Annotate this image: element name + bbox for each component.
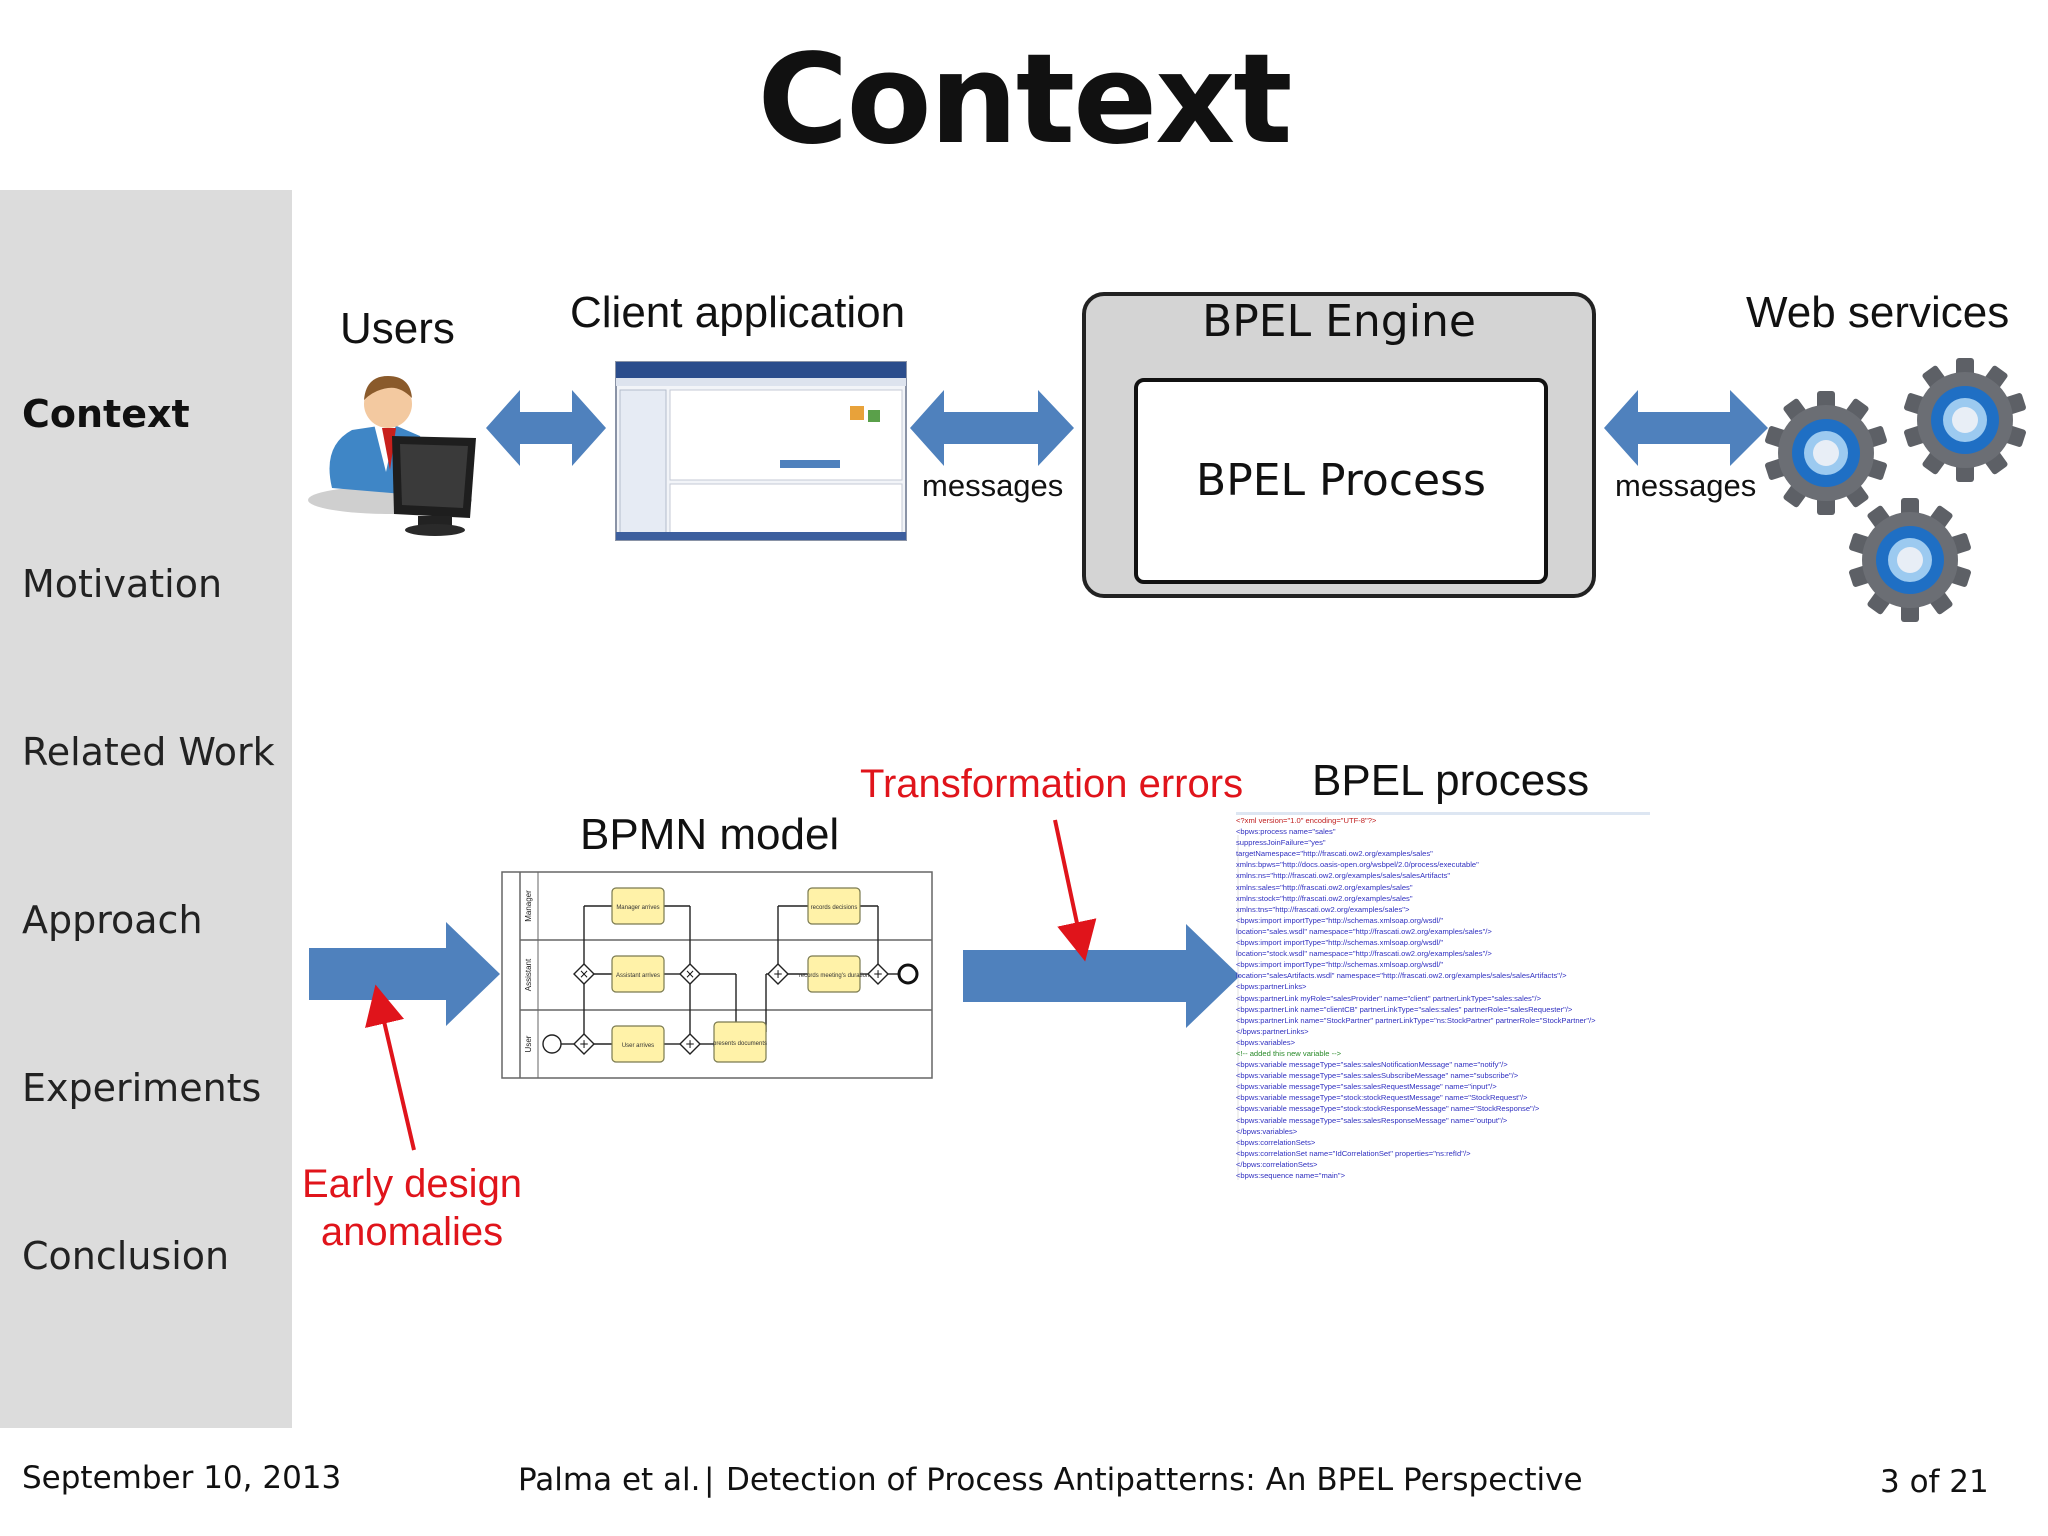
messages-left-label: messages xyxy=(922,468,1064,503)
bpel-process-label: BPEL Process xyxy=(1196,455,1486,506)
code-line: <bpws:import importType="http://schemas.… xyxy=(1236,938,1444,948)
transformation-errors-arrow xyxy=(1053,819,1097,962)
user-at-computer-icon xyxy=(308,376,476,536)
svg-text:+: + xyxy=(685,1037,695,1051)
code-line: <bpws:correlationSet name="IdCorrelation… xyxy=(1236,1148,1471,1158)
sidebar-item-context[interactable]: Context xyxy=(22,392,190,436)
code-line: <bpws:partnerLink name="clientCB" partne… xyxy=(1236,1004,1573,1014)
task-manager-arrives: Manager arrives xyxy=(616,905,659,911)
code-line: <bpws:variable messageType="sales:salesR… xyxy=(1236,1082,1497,1092)
footer-authors: Palma et al. xyxy=(518,1462,701,1498)
footer-separator: | xyxy=(704,1462,715,1498)
double-arrow-engine-services xyxy=(1604,390,1768,466)
code-line: <bpws:partnerLinks> xyxy=(1236,982,1307,992)
bpmn-model-label: BPMN model xyxy=(580,810,840,859)
task-presents-documents: presents documents xyxy=(713,1041,767,1047)
sidebar-item-related-work[interactable]: Related Work xyxy=(22,730,275,774)
bpel-process-box xyxy=(1134,378,1548,584)
code-line: <bpws:import importType="http://schemas.… xyxy=(1236,915,1444,925)
client-app-screenshot xyxy=(615,361,907,541)
code-line: <?xml version="1.0" encoding="UTF-8"?> xyxy=(1236,816,1377,825)
footer-talk-title: Detection of Process Antipatterns: An BP… xyxy=(726,1462,1583,1498)
svg-text:×: × xyxy=(579,967,589,981)
svg-text:×: × xyxy=(685,967,695,981)
sidebar-item-conclusion[interactable]: Conclusion xyxy=(22,1234,230,1278)
bpel-engine-label: BPEL Engine xyxy=(1202,296,1476,347)
code-line: <bpws:partnerLink myRole="salesProvider"… xyxy=(1236,993,1542,1003)
gear-icon xyxy=(1765,391,1887,515)
svg-text:+: + xyxy=(773,967,783,981)
early-design-annotation-line1: Early design xyxy=(301,1162,523,1206)
code-line: xmlns:bpws="http://docs.oasis-open.org/w… xyxy=(1236,860,1479,870)
code-line: <!-- added this new variable --> xyxy=(1236,1048,1342,1058)
sidebar-item-experiments[interactable]: Experiments xyxy=(22,1066,262,1110)
code-line: </bpws:variables> xyxy=(1236,1126,1298,1136)
web-services-label: Web services xyxy=(1746,288,2010,337)
early-design-annotation-line2: anomalies xyxy=(320,1210,504,1254)
sidebar xyxy=(0,190,292,1428)
code-line: location="stock.wsdl" namespace="http://… xyxy=(1236,949,1492,959)
client-application-label: Client application xyxy=(570,288,906,337)
sidebar-item-approach[interactable]: Approach xyxy=(22,898,203,942)
arrow-into-bpmn xyxy=(309,922,500,1026)
code-line: <bpws:sequence name="main"> xyxy=(1236,1171,1346,1180)
slide-title: Context xyxy=(757,28,1292,172)
code-line: <bpws:variable messageType="sales:salesS… xyxy=(1236,1071,1519,1081)
code-line: <bpws:import importType="http://schemas.… xyxy=(1236,960,1444,970)
arrow-bpmn-to-bpel xyxy=(963,924,1240,1028)
code-line: xmlns:tns="http://frascati.ow2.org/examp… xyxy=(1236,904,1410,914)
code-line: <bpws:variable messageType="stock:stockR… xyxy=(1236,1093,1528,1103)
task-user-arrives: User arrives xyxy=(622,1043,654,1049)
code-line: xmlns:stock="http://frascati.ow2.org/exa… xyxy=(1236,893,1413,903)
double-arrow-users-client xyxy=(486,390,606,466)
early-design-arrow xyxy=(365,984,416,1151)
code-line: </bpws:correlationSets> xyxy=(1236,1159,1318,1169)
footer-date: September 10, 2013 xyxy=(22,1460,342,1496)
transformation-errors-annotation: Transformation errors xyxy=(860,762,1244,806)
task-records-decisions: records decisions xyxy=(811,905,858,911)
footer-page-number: 3 of 21 xyxy=(1880,1464,1989,1500)
bpmn-model-diagram: Manager Assistant User xyxy=(501,871,933,1079)
code-line: xmlns:sales="http://frascati.ow2.org/exa… xyxy=(1236,882,1413,892)
code-line: <bpws:correlationSets> xyxy=(1236,1137,1316,1147)
code-line: suppressJoinFailure="yes" xyxy=(1236,838,1326,848)
lane-manager-label: Manager xyxy=(524,890,533,922)
code-panel-topbar xyxy=(1236,812,1650,815)
code-line: <bpws:process name="sales" xyxy=(1236,827,1336,837)
code-line: <bpws:variable messageType="stock:stockR… xyxy=(1236,1104,1540,1114)
code-line: <bpws:variables> xyxy=(1236,1037,1296,1047)
gear-icon xyxy=(1849,498,1971,622)
code-line: </bpws:partnerLinks> xyxy=(1236,1026,1309,1036)
code-line: <bpws:variable messageType="sales:salesR… xyxy=(1236,1115,1508,1125)
lane-user-label: User xyxy=(524,1035,533,1052)
code-line: <bpws:partnerLink name="StockPartner" pa… xyxy=(1236,1015,1596,1025)
users-label: Users xyxy=(340,304,455,353)
messages-right-label: messages xyxy=(1615,468,1757,503)
sidebar-item-motivation[interactable]: Motivation xyxy=(22,562,223,606)
code-line: <bpws:variable messageType="sales:salesN… xyxy=(1236,1060,1508,1070)
task-assistant-arrives: Assistant arrives xyxy=(616,973,660,979)
task-records-duration: records meeting's duration xyxy=(799,973,870,979)
code-line: location="sales.wsdl" namespace="http://… xyxy=(1236,926,1492,936)
svg-text:+: + xyxy=(579,1037,589,1051)
lane-assistant-label: Assistant xyxy=(524,958,533,991)
code-line: targetNamespace="http://frascati.ow2.org… xyxy=(1236,849,1433,859)
code-line: location="salesArtifacts.wsdl" namespace… xyxy=(1236,971,1567,981)
double-arrow-client-engine xyxy=(910,390,1074,466)
bpel-code-listing: <?xml version="1.0" encoding="UTF-8"?> <… xyxy=(1236,815,1650,1180)
bpel-process-code-label: BPEL process xyxy=(1312,756,1590,805)
gear-icon xyxy=(1904,358,2026,482)
code-line: xmlns:ns="http://frascati.ow2.org/exampl… xyxy=(1236,871,1451,881)
svg-text:+: + xyxy=(873,967,883,981)
